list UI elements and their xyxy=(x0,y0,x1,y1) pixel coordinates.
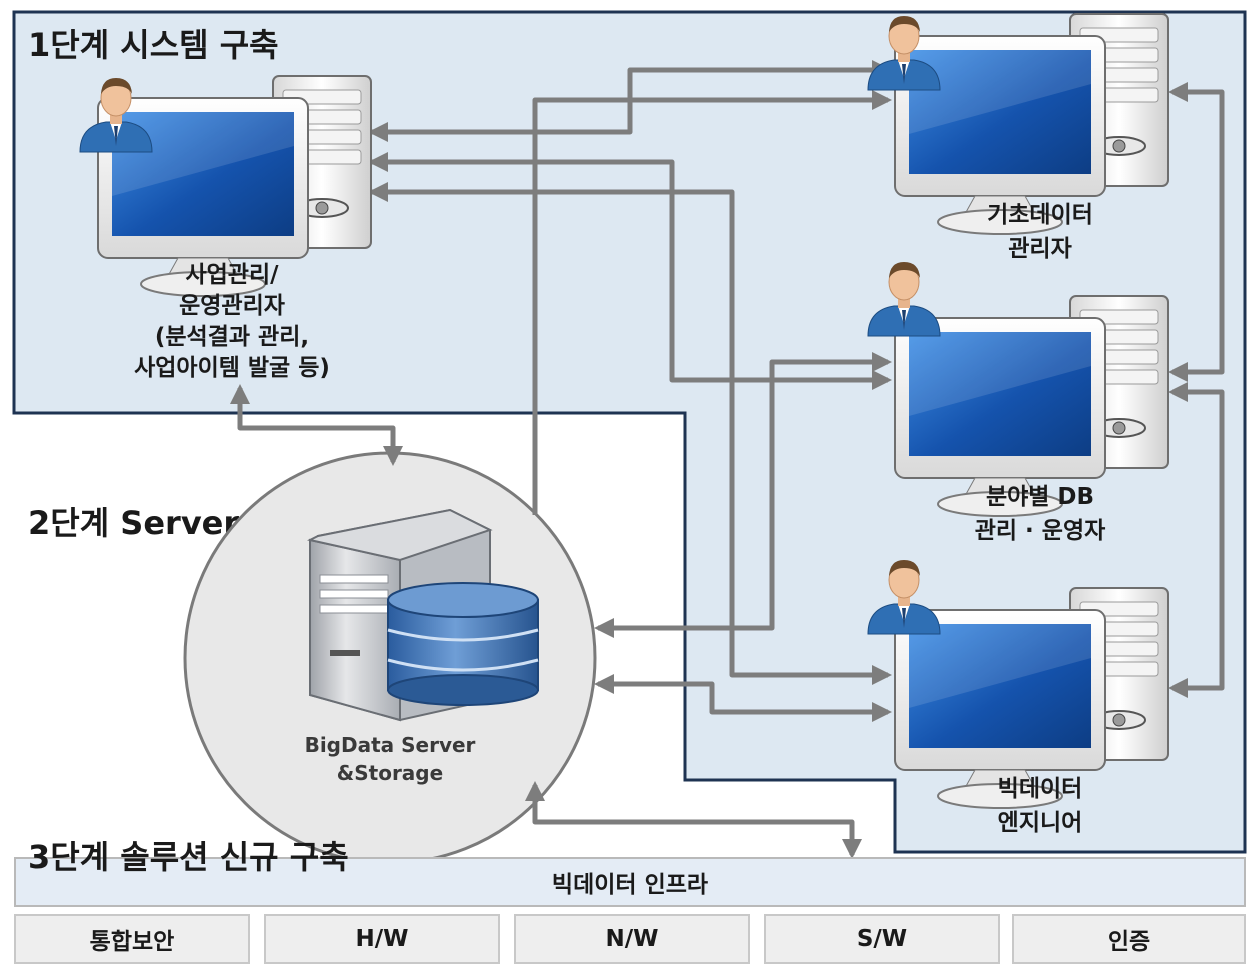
bigdata-infra-title: 빅데이터 인프라 xyxy=(551,872,709,898)
arrow-server-infra xyxy=(525,781,862,859)
arrow-business-server xyxy=(230,384,403,466)
bigdata-engineer-label-line1: 빅데이터 xyxy=(998,776,1083,802)
business-manager-label-line2: 운영관리자 xyxy=(179,293,285,319)
server-label-line1: BigData Server xyxy=(305,733,476,757)
base-data-manager-label-line2: 관리자 xyxy=(1008,236,1071,262)
business-manager-label-line3: (분석결과 관리, xyxy=(155,324,309,350)
field-db-manager-label-line1: 분야별 DB xyxy=(986,484,1094,510)
business-manager-label: 사업관리/ 운영관리자 (분석결과 관리, 사업아이템 발굴 등) xyxy=(134,262,330,381)
bigdata-engineer-label-line2: 엔지니어 xyxy=(998,810,1083,836)
bigdata-engineer-label: 빅데이터 엔지니어 xyxy=(998,776,1083,836)
infra-component-sw: S/W xyxy=(764,914,1000,964)
infra-component-auth: 인증 xyxy=(1012,914,1246,964)
base-data-manager-label: 기초데이터 관리자 xyxy=(987,202,1093,262)
arrow-base-field xyxy=(1168,82,1225,382)
field-db-manager-label: 분야별 DB 관리 · 운영자 xyxy=(975,484,1106,544)
stage1-title: 1단계 시스템 구축 xyxy=(28,26,279,64)
bigdata-infra-bar: 빅데이터 인프라 xyxy=(14,857,1246,907)
base-data-manager-label-line1: 기초데이터 xyxy=(987,202,1093,228)
business-manager-label-line1: 사업관리/ xyxy=(185,262,279,288)
field-db-manager-label-line2: 관리 · 운영자 xyxy=(975,518,1106,544)
infra-component-nw: N/W xyxy=(514,914,750,964)
arrow-server-field xyxy=(594,352,892,638)
connection-arrows xyxy=(230,60,1225,859)
server-label-line2: &Storage xyxy=(337,761,443,785)
arrow-field-engineer xyxy=(1168,382,1225,698)
infra-component-hw: H/W xyxy=(264,914,500,964)
stage3-title: 3단계 솔루션 신규 구축 xyxy=(28,838,349,876)
infra-component-security: 통합보안 xyxy=(14,914,250,964)
arrow-server-engineer xyxy=(594,674,892,722)
business-manager-label-line4: 사업아이템 발굴 등) xyxy=(134,355,330,381)
arrow-server-base xyxy=(532,90,892,515)
